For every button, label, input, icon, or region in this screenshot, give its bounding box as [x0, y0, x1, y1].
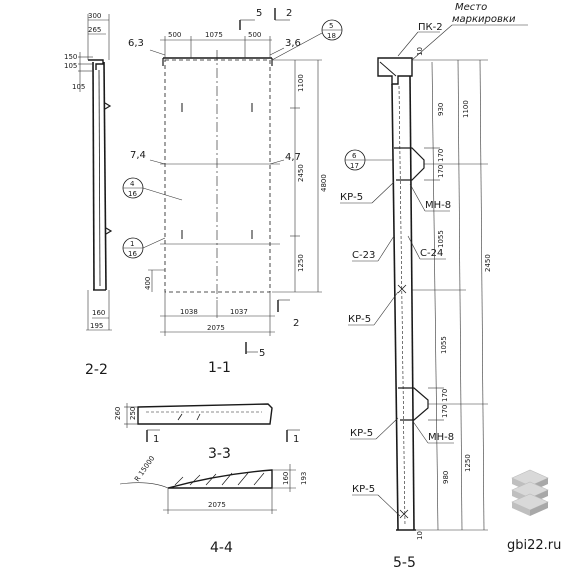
dim-5-5-1100: 1100 — [462, 100, 470, 118]
svg-text:16: 16 — [128, 250, 137, 258]
dim-5-5-top-10: 10 — [416, 47, 424, 56]
mark-right-3-6: 3,6 — [285, 38, 301, 49]
dim-1-1-1037: 1037 — [230, 308, 248, 316]
dim-5-5-1055b: 1055 — [440, 336, 448, 354]
dim-1-1-top-500a: 500 — [168, 31, 181, 39]
svg-text:16: 16 — [128, 190, 137, 198]
view-label-3-3: 3-3 — [208, 446, 231, 462]
svg-text:6: 6 — [352, 152, 357, 160]
dim-2-2-265: 265 — [88, 26, 101, 34]
section-2-2-loop-upper — [104, 102, 112, 110]
tag-pk-2: ПК-2 — [418, 22, 443, 33]
svg-text:17: 17 — [350, 162, 359, 170]
svg-text:1: 1 — [130, 240, 134, 248]
tag-s-24: С-24 — [420, 248, 443, 259]
section-2-2-edge-right — [103, 61, 107, 291]
svg-text:4: 4 — [130, 180, 135, 188]
section-mark-1-right: 1 — [293, 434, 299, 445]
section-3-3-outline — [137, 403, 273, 425]
section-4-4-outline — [167, 469, 273, 489]
dim-5-5-170a: 170 — [437, 149, 445, 162]
dim-5-5-170c: 170 — [441, 389, 449, 402]
dim-1-1-1250: 1250 — [297, 254, 305, 272]
dim-1-1-4800: 4800 — [320, 174, 328, 192]
dim-4-4-193: 193 — [300, 472, 308, 485]
dim-3-3-260: 260 — [114, 407, 122, 420]
note-marking-line1: Место — [455, 2, 487, 13]
dim-5-5-930: 930 — [437, 103, 445, 116]
watermark-logo — [511, 469, 549, 516]
mark-left-7-4: 7,4 — [130, 150, 146, 161]
tag-kr-5-upper: КР-5 — [340, 192, 363, 203]
section-mark-2-bottom: 2 — [293, 318, 299, 329]
svg-text:5: 5 — [329, 22, 333, 30]
section-5-5-rib-upper — [394, 147, 425, 181]
view-1-1: 500 1075 500 6,3 7,4 3,6 4,7 5 18 4 16 1… — [122, 8, 343, 376]
dim-5-5-170d: 170 — [441, 405, 449, 418]
dim-2-2-105b: 105 — [72, 83, 85, 91]
view-label-2-2: 2-2 — [85, 362, 108, 378]
section-mark-2-top: 2 — [286, 8, 292, 19]
dim-1-1-1100: 1100 — [297, 74, 305, 92]
dim-2-2-160: 160 — [92, 309, 105, 317]
dim-1-1-2075: 2075 — [207, 324, 225, 332]
dim-1-1-top-1075: 1075 — [205, 31, 223, 39]
view-5-5: Место маркировки ПК-2 10 6 17 КР-5 МН-8 … — [340, 2, 528, 571]
dim-5-5-170b: 170 — [437, 165, 445, 178]
section-2-2-loop-lower — [105, 227, 113, 235]
dim-4-4-2075: 2075 — [208, 501, 226, 509]
dim-4-4-160: 160 — [282, 472, 290, 485]
dim-1-1-2450: 2450 — [297, 164, 305, 182]
section-5-5-edge-left — [391, 83, 399, 531]
tag-mn-8-lower: МН-8 — [428, 432, 454, 443]
view-2-2: 300 265 150 105 105 160 195 2-2 — [64, 12, 113, 378]
section-2-2-edge-left — [92, 61, 95, 291]
view-4-4: R 15000 160 193 2075 4-4 — [119, 455, 308, 556]
view-label-1-1: 1-1 — [208, 360, 231, 376]
dim-2-2-105a: 105 — [64, 62, 77, 70]
dim-1-1-400: 400 — [144, 277, 152, 290]
dim-2-2-195: 195 — [90, 322, 103, 330]
view-3-3: 260 250 1 1 3-3 — [114, 403, 300, 462]
section-mark-5-top: 5 — [256, 8, 262, 19]
panel-outline — [164, 59, 271, 293]
tag-mn-8-upper: МН-8 — [425, 200, 451, 211]
dim-2-2-150: 150 — [64, 53, 77, 61]
view-label-4-4: 4-4 — [210, 540, 233, 556]
mark-right-4-7: 4,7 — [285, 152, 301, 163]
dim-4-4-radius: R 15000 — [133, 455, 156, 484]
mark-left-6-3: 6,3 — [128, 38, 144, 49]
dim-5-5-1055a: 1055 — [437, 230, 445, 248]
dim-5-5-bottom-10: 10 — [416, 531, 424, 540]
dim-1-1-1038: 1038 — [180, 308, 198, 316]
dim-2-2-300: 300 — [88, 12, 101, 20]
section-5-5-edge-right — [409, 75, 415, 531]
note-marking-line2: маркировки — [452, 14, 516, 25]
svg-text:18: 18 — [327, 32, 336, 40]
dim-5-5-1250: 1250 — [464, 454, 472, 472]
section-mark-1-left: 1 — [153, 434, 159, 445]
dim-5-5-2450: 2450 — [484, 254, 492, 272]
view-label-5-5: 5-5 — [393, 555, 416, 571]
dim-5-5-980: 980 — [442, 471, 450, 484]
tag-kr-5-middle: КР-5 — [348, 314, 371, 325]
section-2-2-inner — [98, 69, 101, 287]
section-2-2-top — [88, 59, 104, 70]
dim-3-3-250: 250 — [129, 407, 137, 420]
watermark-text: gbi22.ru — [507, 538, 561, 553]
section-5-5-top-flange — [377, 57, 413, 85]
section-mark-5-bottom: 5 — [259, 348, 265, 359]
tag-kr-5-bottom: КР-5 — [352, 484, 375, 495]
tag-s-23: С-23 — [352, 250, 375, 261]
dim-1-1-top-500b: 500 — [248, 31, 261, 39]
tag-kr-5-lower: КР-5 — [350, 428, 373, 439]
